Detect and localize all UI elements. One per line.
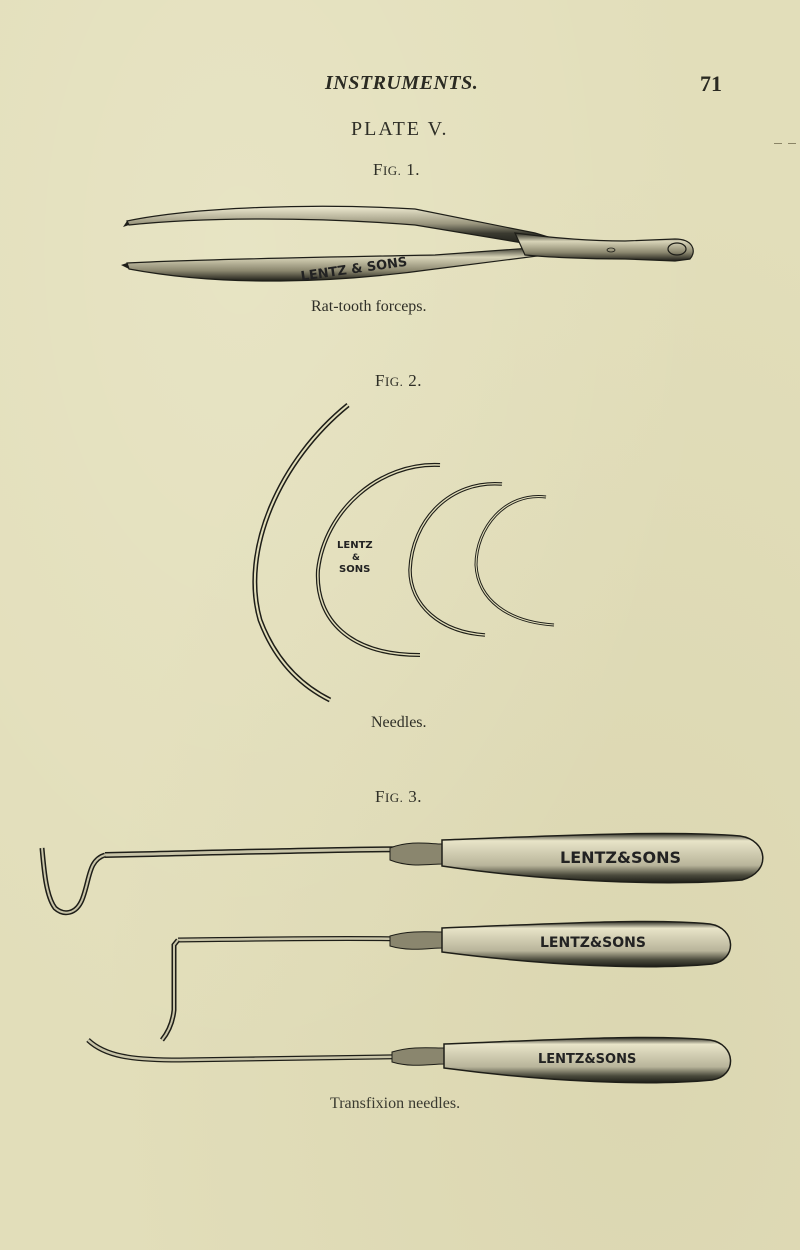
figure-2-label: Fig. 2. — [375, 371, 422, 390]
needle-1-engraving: LENTZ&SONS — [560, 848, 681, 867]
transfixion-needle-1: LENTZ&SONS — [39, 832, 764, 916]
plate-title: PLATE V. — [351, 118, 449, 140]
transfixion-needles-illustration: LENTZ&SONS LENTZ&SONS LENTZ&SONS — [39, 832, 764, 1084]
needles-engraving-line3: SONS — [339, 564, 370, 575]
page-number: 71 — [700, 71, 722, 96]
figure-1-caption: Rat-tooth forceps. — [311, 298, 427, 315]
running-head: INSTRUMENTS. — [325, 72, 479, 94]
transfixion-needle-3: LENTZ&SONS — [86, 1036, 732, 1084]
needle-2-engraving: LENTZ&SONS — [540, 935, 646, 951]
needles-illustration: LENTZ & SONS — [252, 403, 555, 703]
figure-2-caption: Needles. — [371, 714, 427, 731]
needles-engraving-line2: & — [352, 553, 360, 563]
needles-engraving-line1: LENTZ — [337, 540, 373, 551]
transfixion-needle-2: LENTZ&SONS — [160, 920, 732, 1042]
figure-3-label: Fig. 3. — [375, 787, 422, 806]
rat-tooth-forceps-illustration: LENTZ & SONS — [121, 205, 694, 285]
needle-3-engraving: LENTZ&SONS — [538, 1052, 636, 1067]
margin-mark — [788, 143, 796, 144]
figure-1-label: Fig. 1. — [373, 160, 420, 179]
figure-3-caption: Transfixion needles. — [330, 1095, 461, 1112]
margin-mark — [774, 143, 782, 144]
